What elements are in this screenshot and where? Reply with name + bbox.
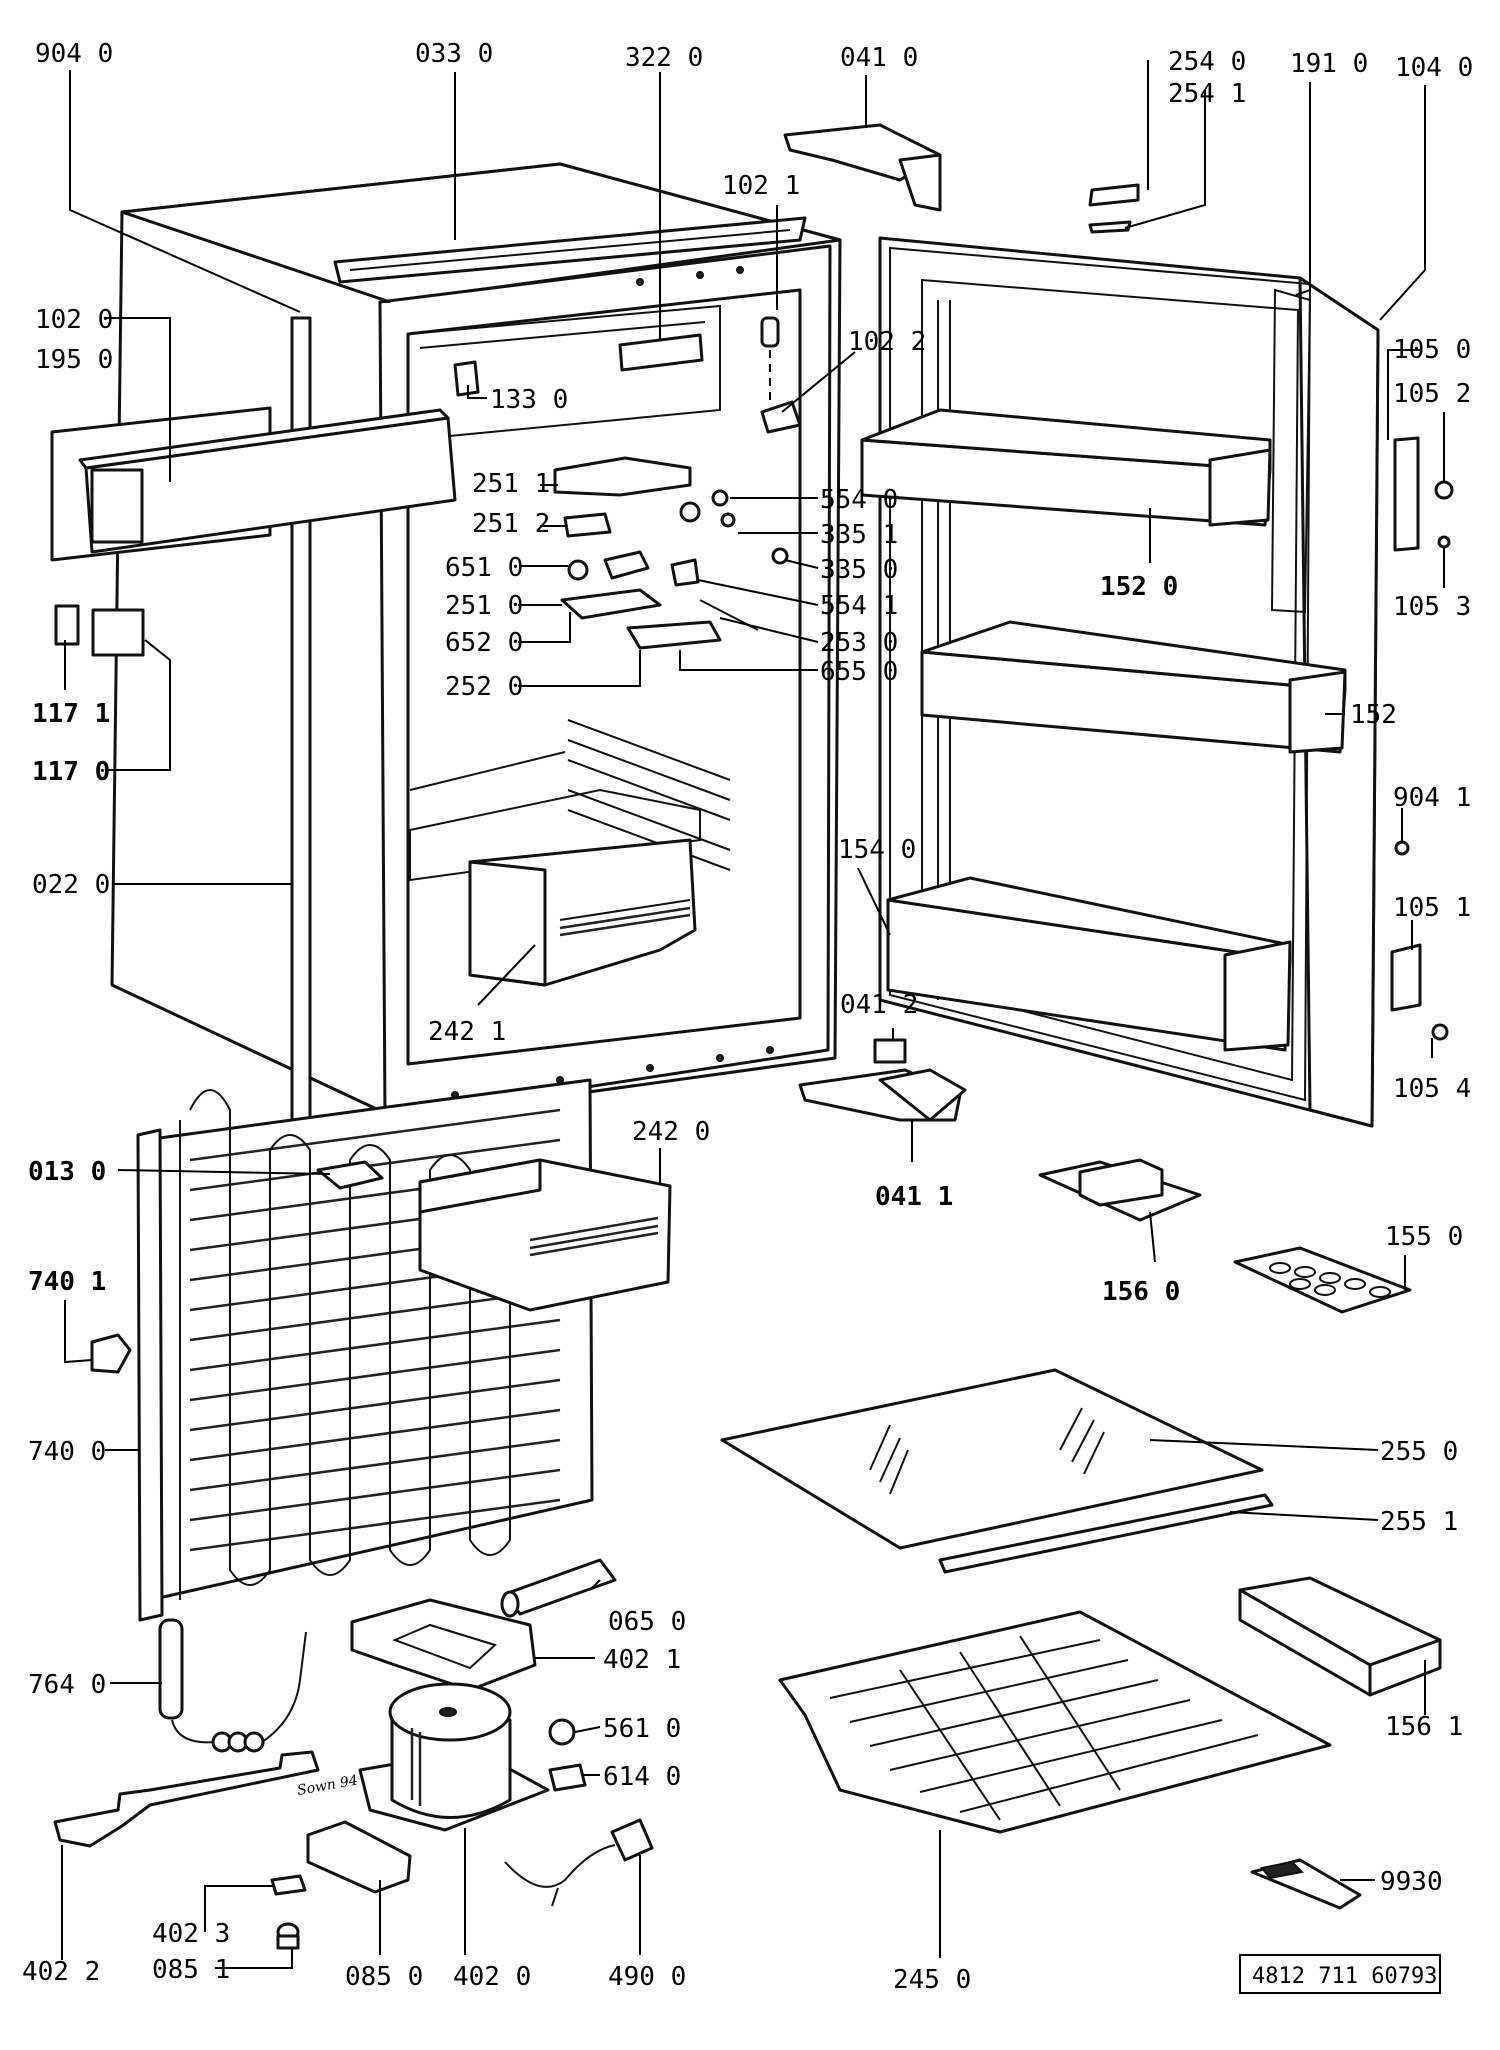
label-904-1: 904 1 xyxy=(1393,783,1471,813)
label-242-1: 242 1 xyxy=(428,1017,506,1047)
label-041-1: 041 1 xyxy=(875,1182,953,1212)
loose-parts xyxy=(720,1158,1442,1910)
label-655-0: 655 0 xyxy=(820,657,898,687)
reference-number-box: 4812 711 60793 xyxy=(1239,1954,1441,1994)
label-335-0: 335 0 xyxy=(820,555,898,585)
label-117-0: 117 0 xyxy=(32,757,110,787)
label-195-0: 195 0 xyxy=(35,345,113,375)
label-402-0: 402 0 xyxy=(453,1962,531,1992)
label-105-1: 105 1 xyxy=(1393,893,1471,923)
label-9930: 9930 xyxy=(1380,1867,1443,1897)
label-490-0: 490 0 xyxy=(608,1962,686,1992)
label-133-0: 133 0 xyxy=(490,385,568,415)
label-102-2: 102 2 xyxy=(848,327,926,357)
handwritten-stamp: Sown 94 xyxy=(296,1773,359,1799)
label-255-0: 255 0 xyxy=(1380,1437,1458,1467)
label-041-0: 041 0 xyxy=(840,43,918,73)
leader-lines xyxy=(61,60,1445,1969)
label-402-3: 402 3 xyxy=(152,1919,230,1949)
label-335-1: 335 1 xyxy=(820,520,898,550)
label-255-1: 255 1 xyxy=(1380,1507,1458,1537)
label-251-0: 251 0 xyxy=(445,591,523,621)
condenser-assembly xyxy=(53,1078,672,1950)
reference-number: 4812 711 60793 xyxy=(1252,1964,1437,1989)
label-085-0: 085 0 xyxy=(345,1962,423,1992)
cabinet-body xyxy=(110,162,842,1140)
label-102-0: 102 0 xyxy=(35,305,113,335)
label-251-1: 251 1 xyxy=(472,469,550,499)
label-152-0: 152 0 xyxy=(1100,572,1178,602)
label-561-0: 561 0 xyxy=(603,1714,681,1744)
label-322-0: 322 0 xyxy=(625,43,703,73)
label-554-0: 554 0 xyxy=(820,485,898,515)
label-105-0: 105 0 xyxy=(1393,335,1471,365)
label-402-1: 402 1 xyxy=(603,1645,681,1675)
label-152: 152 xyxy=(1350,700,1397,730)
label-252-0: 252 0 xyxy=(445,672,523,702)
label-254-0: 254 0 xyxy=(1168,47,1246,77)
part-labels: 904 0 033 0 322 0 041 0 254 0 254 1 191 … xyxy=(22,39,1473,1995)
label-105-3: 105 3 xyxy=(1393,592,1471,622)
label-245-0: 245 0 xyxy=(893,1965,971,1995)
label-253-0: 253 0 xyxy=(820,628,898,658)
label-156-0: 156 0 xyxy=(1102,1277,1180,1307)
label-740-1: 740 1 xyxy=(28,1267,106,1297)
label-156-1: 156 1 xyxy=(1385,1712,1463,1742)
label-013-0: 013 0 xyxy=(28,1157,106,1187)
label-554-1: 554 1 xyxy=(820,591,898,621)
label-740-0: 740 0 xyxy=(28,1437,106,1467)
label-105-2: 105 2 xyxy=(1393,379,1471,409)
label-904-0: 904 0 xyxy=(35,39,113,69)
label-041-2: 041 2 xyxy=(840,990,918,1020)
label-117-1: 117 1 xyxy=(32,699,110,729)
label-085-1: 085 1 xyxy=(152,1955,230,1985)
door-assembly xyxy=(783,123,1454,1128)
label-033-0: 033 0 xyxy=(415,39,493,69)
label-065-0: 065 0 xyxy=(608,1607,686,1637)
label-155-0: 155 0 xyxy=(1385,1222,1463,1252)
label-022-0: 022 0 xyxy=(32,870,110,900)
label-242-0: 242 0 xyxy=(632,1117,710,1147)
label-652-0: 652 0 xyxy=(445,628,523,658)
top-cover-assembly xyxy=(50,406,457,657)
label-191-0: 191 0 xyxy=(1290,49,1368,79)
label-251-2: 251 2 xyxy=(472,509,550,539)
label-651-0: 651 0 xyxy=(445,553,523,583)
label-614-0: 614 0 xyxy=(603,1762,681,1792)
label-254-1: 254 1 xyxy=(1168,79,1246,109)
label-764-0: 764 0 xyxy=(28,1670,106,1700)
label-402-2: 402 2 xyxy=(22,1957,100,1987)
label-102-1: 102 1 xyxy=(722,171,800,201)
label-104-0: 104 0 xyxy=(1395,53,1473,83)
label-154-0: 154 0 xyxy=(838,835,916,865)
label-105-4: 105 4 xyxy=(1393,1074,1471,1104)
